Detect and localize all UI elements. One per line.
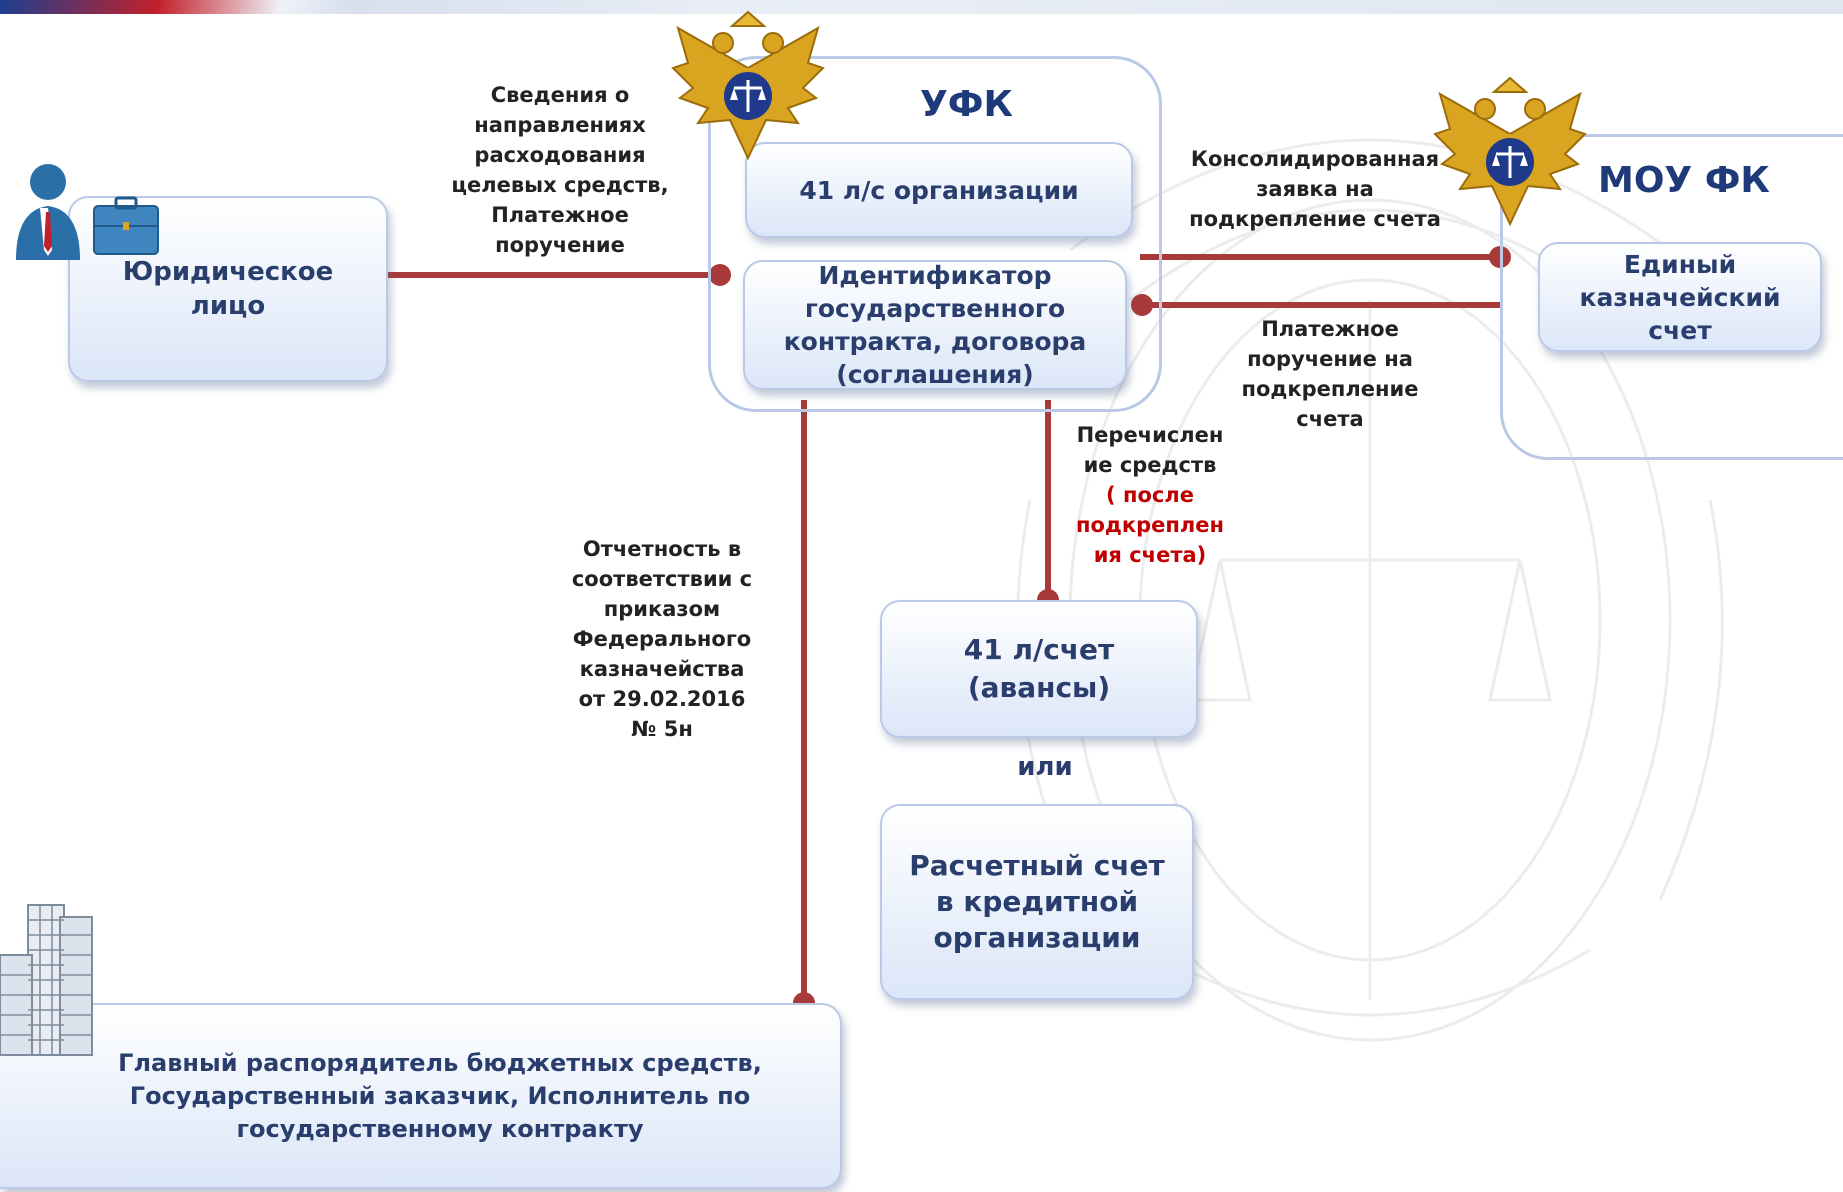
advance-account-line: 41 л/счет [963, 633, 1115, 666]
businessman-with-briefcase-icon [16, 164, 159, 260]
consolidated-label-line: Консолидированная [1190, 147, 1440, 171]
chief-line: Главный распорядитель бюджетных средств, [118, 1048, 762, 1077]
info-label-line: поручение [495, 233, 625, 257]
mou-title: МОУ ФК [1598, 160, 1770, 201]
transfer-note-line: ( после [1106, 483, 1194, 507]
office-building-icon [0, 904, 93, 1056]
double-headed-eagle-emblem-icon [1433, 76, 1587, 227]
transfer-line: ие средств [1083, 453, 1217, 477]
transfer-note-line: подкреплен [1075, 513, 1225, 537]
reporting-line: приказом [603, 597, 721, 621]
info-label-line: Платежное [491, 203, 629, 227]
contract-id-line: государственного [804, 294, 1066, 323]
reporting-line: казначейства [579, 657, 745, 681]
advance-account-box: 41 л/счет (авансы) [880, 600, 1198, 738]
org-account-box: 41 л/с организации [745, 142, 1133, 238]
single-account-line: Единый [1623, 249, 1737, 279]
chief-box: Главный распорядитель бюджетных средств,… [0, 1003, 842, 1189]
contract-id-line: (соглашения) [836, 360, 1034, 389]
transfer-label: Перечислен ие средств ( после подкреплен… [1060, 420, 1240, 570]
ufk-title: УФК [920, 84, 1013, 125]
advance-account-line: (авансы) [967, 671, 1111, 704]
reporting-line: от 29.02.2016 [578, 687, 746, 711]
reporting-line: № 5н [631, 717, 693, 741]
transfer-note-line: ия счета) [1093, 543, 1207, 567]
connector-dot [1131, 294, 1153, 316]
info-label-line: целевых средств, [451, 173, 669, 197]
payment-order-line: счета [1296, 407, 1364, 431]
reporting-line: соответствии с [571, 567, 753, 591]
info-label: Сведения о направлениях расходования цел… [430, 80, 690, 260]
bank-account-line: организации [933, 921, 1141, 954]
chief-line: государственному контракту [236, 1114, 644, 1143]
info-label-line: расходования [474, 143, 646, 167]
connector-dot [709, 264, 731, 286]
bank-account-line: Расчетный счет [909, 849, 1165, 882]
double-headed-eagle-emblem-icon [671, 10, 825, 161]
contract-id-box: Идентификатор государственного контракта… [743, 260, 1127, 390]
reporting-line: Отчетность в [582, 537, 742, 561]
payment-order-line: подкрепление [1241, 377, 1419, 401]
org-account-label: 41 л/с организации [799, 175, 1079, 205]
payment-order-line: поручение на [1247, 347, 1413, 371]
single-account-box: Единый казначейский счет [1538, 242, 1822, 352]
payment-order-line: Платежное [1261, 317, 1399, 341]
ufk-group [708, 56, 1162, 412]
consolidated-label: Консолидированная заявка на подкрепление… [1165, 144, 1465, 234]
contract-id-line: Идентификатор [818, 261, 1052, 290]
info-label-line: Сведения о [490, 83, 630, 107]
bank-account-box: Расчетный счет в кредитной организации [880, 804, 1194, 1000]
info-label-line: направлениях [474, 113, 646, 137]
contract-id-line: контракта, договора [783, 327, 1087, 356]
reporting-label: Отчетность в соответствии с приказом Фед… [552, 534, 772, 744]
legal-entity-line: лицо [190, 291, 266, 321]
single-account-line: счет [1648, 315, 1712, 345]
transfer-line: Перечислен [1076, 423, 1224, 447]
single-account-line: казначейский [1579, 282, 1781, 312]
reporting-line: Федерального [572, 627, 752, 651]
chief-line: Государственный заказчик, Исполнитель по [129, 1081, 751, 1110]
consolidated-label-line: подкрепление счета [1189, 207, 1441, 231]
legal-entity-line: Юридическое [122, 257, 334, 287]
consolidated-label-line: заявка на [1256, 177, 1374, 201]
flag-stripe [0, 0, 350, 14]
mou-group [1500, 134, 1843, 460]
or-label: или [1017, 752, 1073, 782]
bank-account-line: в кредитной [935, 885, 1139, 918]
top-banner [0, 0, 1843, 14]
payment-order-label: Платежное поручение на подкрепление счет… [1205, 314, 1455, 434]
